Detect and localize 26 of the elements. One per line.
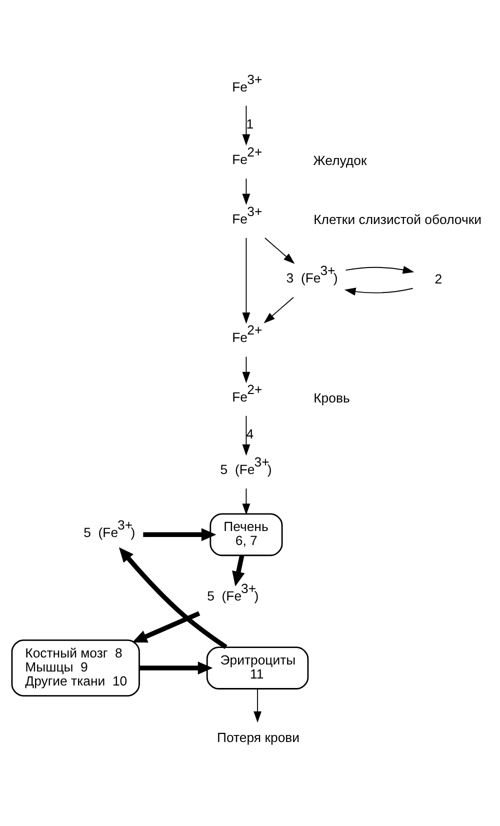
arrow — [254, 688, 262, 722]
node-box: Эритроциты 11 — [206, 646, 309, 689]
arrow — [242, 414, 250, 456]
arrow — [143, 528, 216, 541]
node-text: Потеря крови — [217, 729, 300, 744]
label: Клетки слизистой оболочки — [314, 212, 482, 227]
arrow — [140, 661, 213, 674]
arrow — [242, 236, 250, 324]
arrow — [242, 488, 250, 514]
arrow — [345, 265, 414, 274]
arrow — [242, 104, 250, 146]
arrow — [242, 356, 250, 383]
arrow — [132, 610, 200, 642]
node-box: Костный мозг 8 Мышцы 9 Другие ткани 10 — [11, 639, 140, 696]
arrow — [232, 554, 245, 586]
arrow — [264, 296, 294, 323]
node-text: 2 — [434, 271, 442, 286]
arrow — [118, 546, 228, 649]
arrow — [344, 287, 414, 295]
node-box: Печень 6, 7 — [210, 512, 283, 556]
label: Желудок — [313, 152, 367, 168]
arrow — [242, 178, 250, 205]
edge-label: 1 — [246, 116, 254, 132]
edge-label: 4 — [246, 426, 254, 442]
label: Кровь — [314, 390, 350, 405]
arrow — [264, 237, 295, 264]
